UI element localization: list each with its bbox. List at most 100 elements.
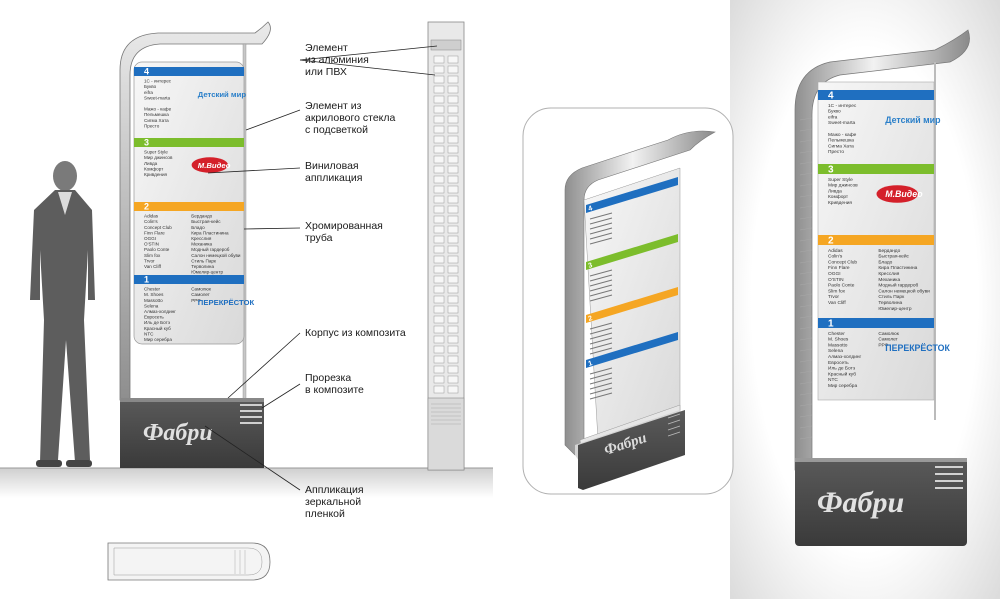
tenant-name: Иль де Ботэ [144, 320, 171, 325]
side-slat [433, 305, 445, 314]
tenant-name: Букво [828, 109, 841, 115]
persp-text-line [589, 222, 613, 230]
tenant-name: O'STIN [144, 242, 159, 247]
side-slat [433, 205, 445, 214]
tenant-name: eifra [828, 114, 838, 120]
tenant-name: Букво [144, 84, 157, 89]
callout-composite-body: Корпус из композита [305, 327, 406, 339]
floor-band-2 [818, 235, 934, 245]
store-logo: ПЕРЕКРЁСТОК [198, 298, 255, 307]
tenant-name: O'STIN [828, 277, 844, 283]
callout-mirror-film: Аппликация зеркальной пленкой [305, 484, 364, 520]
tenant-name: Пельмешка [828, 138, 854, 144]
tenant-name: Модный гардероб [878, 282, 918, 289]
persp-text-line [589, 372, 613, 380]
tenant-name: Мир джинсов [828, 183, 858, 189]
tenant-name: 1С - интерес [828, 103, 857, 109]
side-slat [433, 385, 445, 394]
tenant-name: NTC [144, 331, 154, 336]
persp-text-line [589, 269, 613, 277]
tenant-name: Кривдения [144, 172, 168, 177]
tenant-name: Finn Flare [144, 230, 165, 235]
floor-number: 3 [828, 165, 834, 176]
tenant-name: Кресслия [878, 271, 899, 277]
tenant-name: M. Shoes [144, 292, 164, 297]
side-slat [433, 95, 445, 104]
side-slat [433, 165, 445, 174]
tenant-name: Slim fox [144, 253, 161, 258]
tenant-name: Красный куб [144, 325, 171, 331]
tenant-name: Sweet-marta [828, 120, 856, 126]
store-logo: Детский мир [885, 115, 941, 125]
floor-band-3 [134, 138, 244, 147]
side-slat [447, 135, 459, 144]
tenant-name: Кира Пластинина [878, 265, 917, 271]
tenant-name: Мир серебра [828, 383, 857, 389]
tenant-name: Стиль Парк [878, 294, 905, 300]
tenant-name: Юмелир-центр [191, 270, 223, 275]
render-slat [799, 128, 813, 132]
tenant-name: Massotto [144, 298, 163, 303]
tenant-name: Терволина [878, 300, 902, 306]
tenant-name: Trvor [144, 258, 155, 263]
tenant-name: Салон немецкой обуви [878, 287, 930, 294]
floor-band-4 [818, 90, 934, 100]
persp-text-line [589, 289, 613, 297]
persp-text-line [589, 284, 613, 292]
tenant-name: Евросеть [144, 315, 164, 320]
side-slat [447, 95, 459, 104]
side-slat [433, 85, 445, 94]
render-slat [799, 238, 813, 242]
tenant-name: Комфорт [144, 166, 164, 171]
side-slat [447, 375, 459, 384]
render-slat [799, 326, 813, 330]
stand-side-elevation [427, 21, 465, 471]
render-slat [799, 183, 813, 187]
tenant-name: Super Style [828, 177, 853, 183]
render-slat [799, 205, 813, 209]
store-logo: ПЕРЕКРЁСТОК [885, 343, 950, 353]
side-slat [447, 185, 459, 194]
store-logo: М.Видео [885, 189, 923, 199]
tenant-name: Сигма Хата [828, 143, 854, 149]
persp-text-line [589, 274, 613, 282]
store-logo: М.Видео [198, 161, 231, 170]
tenant-name: Selena [828, 348, 843, 354]
render-slat [799, 150, 813, 154]
floor-number: 2 [828, 236, 834, 247]
tenant-name: Комфорт [828, 194, 849, 200]
floor-number: 1 [144, 275, 149, 285]
floor-number: 1 [828, 319, 834, 330]
persp-text-line [589, 367, 613, 375]
render-slat [799, 194, 813, 198]
side-slat [433, 135, 445, 144]
persp-text-line [589, 377, 613, 385]
tenant-name: Модный гардероб [191, 246, 230, 252]
side-slat [447, 365, 459, 374]
persp-text-line [589, 347, 613, 355]
side-slat [447, 315, 459, 324]
side-slat [447, 295, 459, 304]
tenant-name: РРФ [878, 342, 888, 348]
tenant-name: Мажо - кафе [828, 132, 857, 138]
side-slat [447, 65, 459, 74]
side-slat [447, 165, 459, 174]
persp-text-line [589, 327, 613, 335]
tenant-name: Быстрая-кейс [191, 218, 221, 224]
side-slat [433, 215, 445, 224]
tenant-name: Colin's [828, 254, 843, 260]
side-slat [433, 105, 445, 114]
tenant-name: Алмаз-холдинг [144, 309, 176, 314]
tenant-name: Алмаз-холдинг [828, 354, 862, 360]
floor-band-1 [134, 275, 244, 284]
tenant-name: Механика [191, 242, 212, 247]
persp-text-line [589, 279, 613, 287]
tenant-name: Терволина [191, 264, 214, 269]
mvideo-logo-badge [876, 185, 919, 203]
side-slat [447, 265, 459, 274]
side-slat [447, 145, 459, 154]
tenant-name: Мажо - кафе [144, 107, 172, 112]
side-slat [433, 195, 445, 204]
tenant-name: Красный куб [828, 370, 856, 377]
